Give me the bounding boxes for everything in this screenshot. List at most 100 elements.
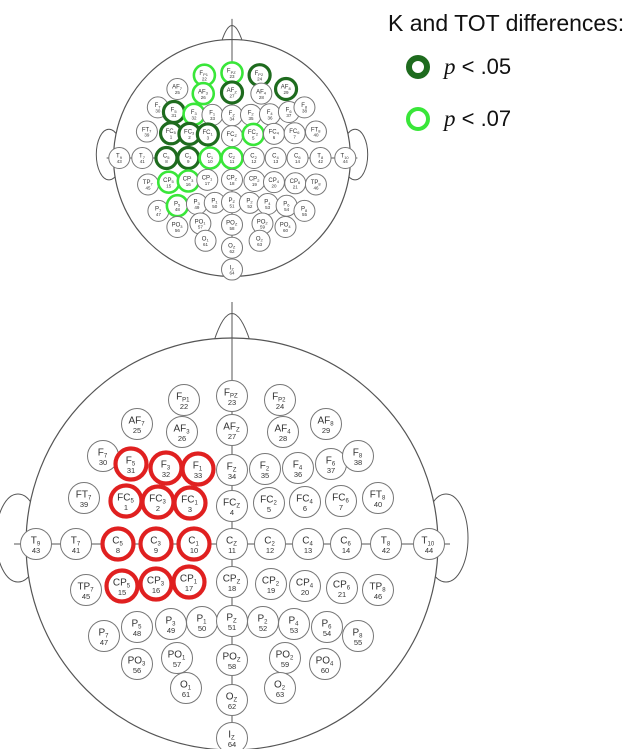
electrode-C5: C58 xyxy=(100,526,136,562)
electrode-label: PO4 xyxy=(316,656,334,668)
electrode-label: F8 xyxy=(301,103,308,109)
electrode-ring xyxy=(242,147,265,169)
electrode-label: C3 xyxy=(185,154,192,160)
electrode-number: 7 xyxy=(293,134,296,139)
electrode-number: 16 xyxy=(152,586,160,595)
electrode-ring xyxy=(60,528,92,560)
electrode-label: P7 xyxy=(98,628,109,640)
electrode-number: 21 xyxy=(293,184,299,189)
electrode-number: 31 xyxy=(127,466,135,475)
electrode-number: 6 xyxy=(273,135,276,140)
electrode-label: T9 xyxy=(31,536,41,548)
electrode-label: TP8 xyxy=(369,582,386,594)
electrode-number: 46 xyxy=(313,186,319,191)
electrode-C3: C39 xyxy=(176,145,201,171)
electrode-number: 28 xyxy=(279,434,287,443)
electrode-label: CP3 xyxy=(147,576,165,588)
electrode-label: AFZ xyxy=(223,422,240,434)
electrode-ring xyxy=(138,566,174,602)
electrode-label: F6 xyxy=(326,456,336,468)
electrode-number: 27 xyxy=(228,432,236,441)
electrode-ring xyxy=(342,620,374,652)
electrode-ring xyxy=(221,213,243,236)
electrode-label: T8 xyxy=(317,154,324,160)
electrode-number: 47 xyxy=(100,638,108,647)
electrode-number: 61 xyxy=(203,242,209,247)
electrode-label: T8 xyxy=(381,536,391,548)
electrode-number: 16 xyxy=(186,182,192,187)
electrode-label: AF8 xyxy=(317,416,334,428)
electrode-number: 48 xyxy=(133,629,141,638)
electrode-label: T9 xyxy=(116,154,123,160)
electrode-number: 29 xyxy=(284,90,290,95)
electrode-number: 23 xyxy=(228,398,236,407)
electrode-number: 6 xyxy=(303,504,307,513)
legend-ring-light-green xyxy=(406,107,430,131)
electrode-ring xyxy=(254,528,286,560)
electrode-label: FCZ xyxy=(226,132,237,138)
legend-label-p07: p < .07 xyxy=(444,106,512,131)
electrode-ring xyxy=(362,574,394,606)
electrode-ring xyxy=(161,642,193,674)
electrode-ring xyxy=(20,528,52,560)
electrode-number: 33 xyxy=(194,471,202,480)
electrode-label: C2 xyxy=(264,536,275,548)
electrode-label: CP4 xyxy=(296,578,314,590)
electrode-number: 14 xyxy=(295,159,301,164)
electrode-ring xyxy=(309,147,332,169)
electrode-label: F8 xyxy=(353,448,363,460)
electrode-label: C6 xyxy=(340,536,351,548)
electrode-ring xyxy=(413,528,445,560)
electrode-ring xyxy=(216,380,248,412)
electrode-ring xyxy=(249,453,281,485)
electrode-number: 18 xyxy=(228,584,236,593)
electrode-number: 34 xyxy=(228,472,236,481)
electrode-number: 63 xyxy=(257,242,263,247)
electrode-label: FT8 xyxy=(370,490,386,502)
electrode-label: T10 xyxy=(341,154,350,160)
electrode-number: 28 xyxy=(259,95,265,100)
electrode-number: 60 xyxy=(283,228,289,233)
electrode-ring xyxy=(68,482,100,514)
electrode-ring xyxy=(216,490,248,522)
electrode-ring xyxy=(166,416,198,448)
electrode-label: P1 xyxy=(196,614,207,626)
electrode-label: F3 xyxy=(161,460,171,472)
electrode-number: 15 xyxy=(166,183,172,188)
electrode-label: FC4 xyxy=(296,494,313,506)
electrode-label: AF4 xyxy=(274,424,291,436)
electrode-number: 35 xyxy=(248,116,254,121)
electrode-number: 55 xyxy=(354,638,362,647)
electrode-label: C6 xyxy=(294,154,301,160)
electrode-label: F7 xyxy=(155,103,162,109)
electrode-label: AF3 xyxy=(198,89,209,95)
electrode-number: 46 xyxy=(374,592,382,601)
electrode-label: FC2 xyxy=(260,495,277,507)
electrode-number: 11 xyxy=(230,159,235,164)
electrode-number: 48 xyxy=(175,207,181,212)
electrode-ring xyxy=(264,672,296,704)
electrode-ring xyxy=(311,611,343,643)
electrode-ring xyxy=(334,147,357,169)
electrode-number: 33 xyxy=(210,116,216,121)
